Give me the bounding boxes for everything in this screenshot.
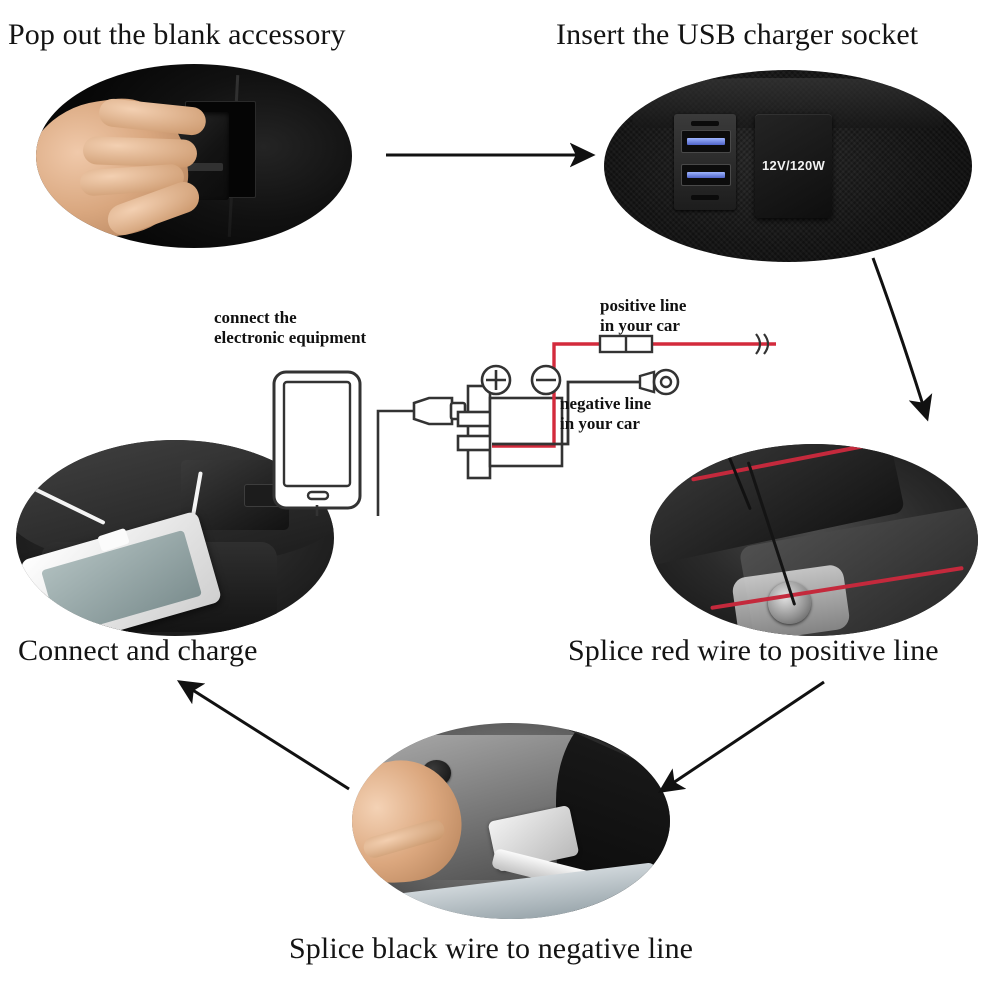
caption-pop-out: Pop out the blank accessory [8, 18, 346, 51]
schematic-charger-socket [456, 384, 564, 480]
caption-connect-and-charge: Connect and charge [18, 634, 258, 667]
label-connect-line2: electronic equipment [214, 328, 367, 347]
positive-polarity-symbol [480, 364, 512, 396]
negative-polarity-symbol [530, 364, 562, 396]
photo-black-content [352, 723, 670, 919]
voltage-rating-label: 12V/120W [761, 158, 826, 174]
photo-usb-charger-socket: 12V/120W [604, 70, 972, 262]
photo-red-content [650, 444, 978, 636]
schematic-inline-fuse [598, 334, 654, 354]
caption-insert-socket: Insert the USB charger socket [556, 18, 919, 51]
arrow-splice-red-to-splice-black [658, 680, 825, 794]
arrow-splice-black-to-connect [176, 680, 350, 791]
finger [82, 135, 198, 168]
photo-splice-black-wire [352, 723, 670, 919]
label-positive-line: positive line in your car [600, 296, 686, 336]
photo-pop-out-blank-accessory [36, 64, 352, 248]
usb-port-lower [681, 164, 731, 187]
schematic-smartphone [272, 370, 362, 510]
label-negative-line1: negative line [560, 394, 652, 413]
label-negative-line2: in your car [560, 414, 640, 433]
voltage-rating-panel: 12V/120W [754, 114, 833, 218]
usb-port-upper [681, 130, 731, 153]
schematic-usb-plug [412, 396, 467, 426]
photo-connect-and-charge [16, 440, 334, 636]
wiring-schematic [272, 333, 776, 516]
caption-splice-red: Splice red wire to positive line [568, 634, 939, 667]
photo-socket-content: 12V/120W [604, 70, 972, 262]
plate-notch [691, 194, 719, 200]
label-positive-line2: in your car [600, 316, 680, 335]
schematic-usb-cable [315, 409, 414, 516]
schematic-positive-wire [492, 342, 776, 448]
caption-splice-black: Splice black wire to negative line [289, 932, 694, 965]
label-connect-electronic-equipment: connect the electronic equipment [214, 308, 366, 348]
arrow-insert-to-splice-red [871, 257, 933, 422]
usb-port-plate [673, 114, 737, 211]
photo-splice-red-wire [650, 444, 978, 636]
plate-notch [691, 120, 719, 126]
schematic-negative-wire [492, 380, 644, 446]
label-negative-line: negative line in your car [560, 394, 651, 434]
schematic-positive-cut-mark [755, 333, 770, 355]
photo-pop-content [36, 64, 352, 248]
schematic-ring-terminal [638, 368, 680, 396]
label-positive-line1: positive line [600, 296, 687, 315]
label-connect-line1: connect the [214, 308, 297, 327]
